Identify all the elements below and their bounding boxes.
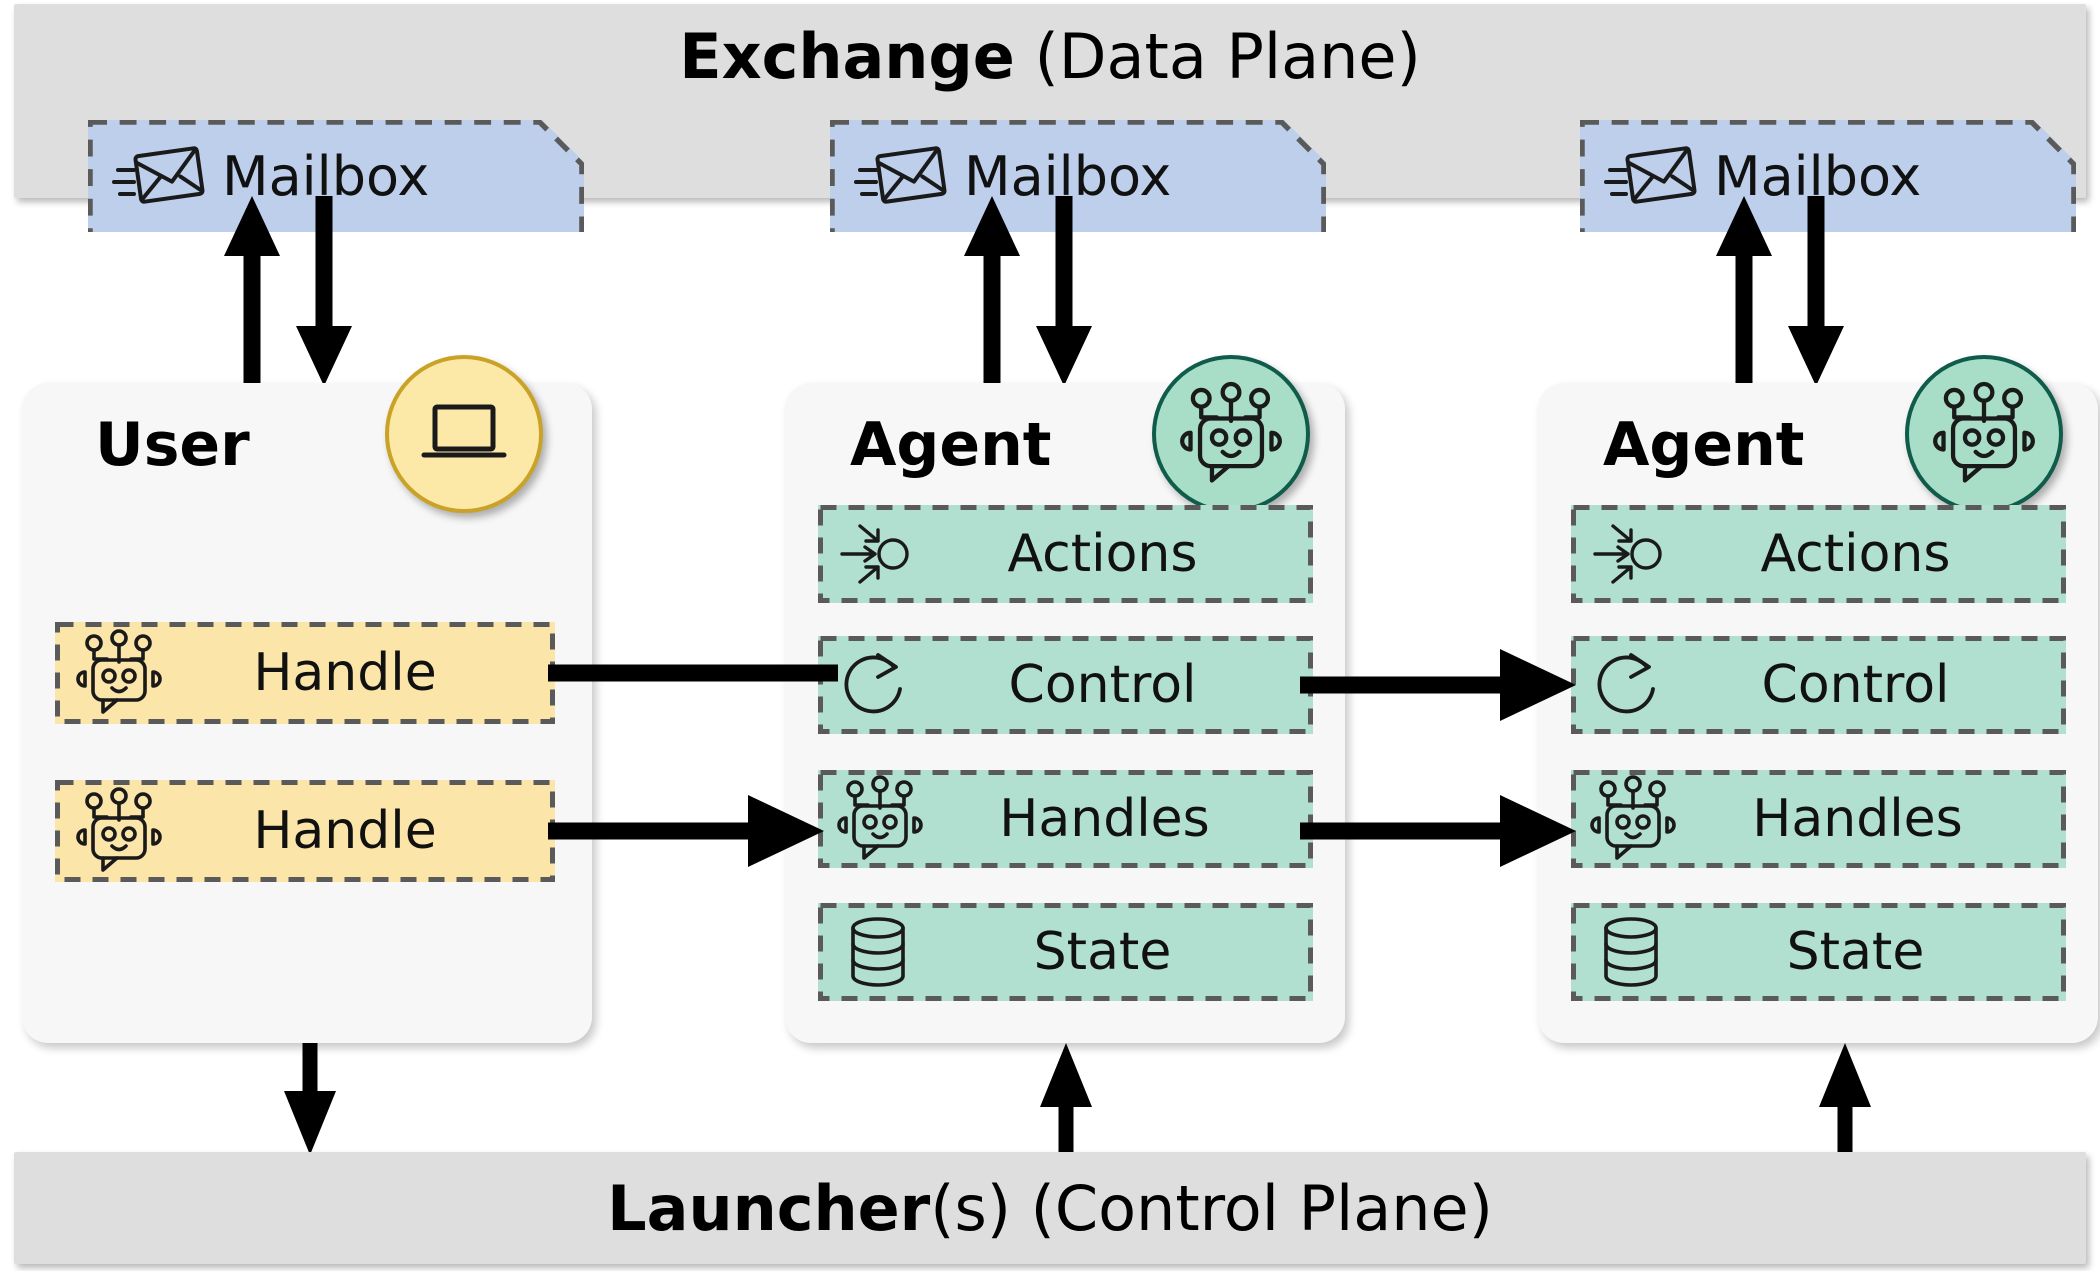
user-panel-title: User [95, 410, 250, 480]
agent-1-panel-title: Agent [850, 410, 1052, 480]
row-label: Control [1008, 655, 1197, 715]
connector-user-handle1-to-agent1 [548, 664, 838, 682]
mailbox-agent1-arrows [964, 196, 1092, 386]
database-icon [1591, 912, 1671, 992]
agent-1-row-actions[interactable]: Actions [818, 505, 1313, 603]
agent-1-avatar-badge [1152, 355, 1310, 513]
robot-icon [1933, 381, 2035, 483]
row-label: Handle [253, 643, 437, 703]
exchange-title-rest: (Data Plane) [1014, 20, 1421, 93]
row-label: Handles [999, 789, 1210, 849]
agent-2-row-control[interactable]: Control [1571, 636, 2066, 734]
row-label: Handles [1752, 789, 1963, 849]
row-label: State [1786, 922, 1925, 982]
robot-icon [76, 787, 162, 872]
robot-icon [76, 629, 162, 714]
row-label: State [1033, 922, 1172, 982]
row-label: Actions [1007, 524, 1198, 584]
mail-icon [856, 140, 948, 212]
connector-agent1-to-launcher [1040, 1043, 1092, 1155]
row-label: Handle [253, 801, 437, 861]
actions-icon [838, 514, 918, 594]
agent-2-row-state[interactable]: State [1571, 903, 2066, 1001]
agent-1-row-state[interactable]: State [818, 903, 1313, 1001]
user-handle-row-2[interactable]: Handle [55, 780, 555, 882]
agent-2-panel-title: Agent [1603, 410, 1805, 480]
user-handle-row-1[interactable]: Handle [55, 622, 555, 724]
row-label: Control [1761, 655, 1950, 715]
launcher-title: Launcher(s) (Control Plane) [0, 1172, 2100, 1245]
mailbox-agent2-arrows [1716, 196, 1844, 386]
agent-1-row-control[interactable]: Control [818, 636, 1313, 734]
exchange-title: Exchange (Data Plane) [0, 20, 2100, 93]
launcher-control-plane-bar [14, 1152, 2086, 1264]
exchange-title-bold: Exchange [679, 20, 1015, 93]
laptop-icon [420, 399, 508, 469]
agent-2-row-actions[interactable]: Actions [1571, 505, 2066, 603]
connector-agent2-to-launcher [1819, 1043, 1871, 1155]
launcher-title-rest: (s) (Control Plane) [930, 1172, 1493, 1245]
launcher-title-bold: Launcher [607, 1172, 931, 1245]
mail-icon [1606, 140, 1698, 212]
mail-icon [114, 140, 206, 212]
agent-2-row-handles[interactable]: Handles [1571, 770, 2066, 868]
connector-user-handle2-to-agent1-handles [548, 795, 824, 867]
mailbox-user-arrows [224, 196, 352, 386]
robot-icon [837, 775, 923, 860]
agent-2-avatar-badge [1905, 355, 2063, 513]
connector-user-to-launcher [284, 1043, 336, 1155]
mailbox-agent-1[interactable]: Mailbox [830, 120, 1326, 232]
agent-1-row-handles[interactable]: Handles [818, 770, 1313, 868]
row-label: Actions [1760, 524, 1951, 584]
robot-icon [1180, 381, 1282, 483]
control-loop-icon [838, 645, 918, 725]
connector-agent1-to-agent2-handles [1300, 795, 1576, 867]
connector-agent1-to-agent2-control [1300, 649, 1576, 721]
actions-icon [1591, 514, 1671, 594]
database-icon [838, 912, 918, 992]
user-avatar-badge [385, 355, 543, 513]
robot-icon [1590, 775, 1676, 860]
control-loop-icon [1591, 645, 1671, 725]
